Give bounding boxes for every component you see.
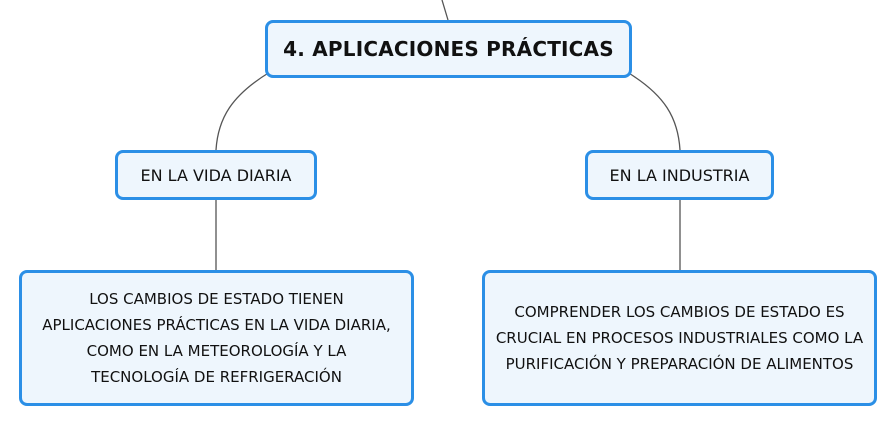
connector-root-to-industria xyxy=(626,71,681,151)
root-topic-node[interactable]: 4. APLICACIONES PRÁCTICAS xyxy=(265,20,632,78)
topic-label-vida-diaria: EN LA VIDA DIARIA xyxy=(140,165,292,185)
detail-node-industria[interactable]: COMPRENDER LOS CAMBIOS DE ESTADO ES CRUC… xyxy=(482,270,877,406)
detail-node-vida-diaria[interactable]: LOS CAMBIOS DE ESTADO TIENEN APLICACIONE… xyxy=(19,270,414,406)
detail-text-industria: COMPRENDER LOS CAMBIOS DE ESTADO ES CRUC… xyxy=(495,303,864,373)
detail-text-vida-diaria: LOS CAMBIOS DE ESTADO TIENEN APLICACIONE… xyxy=(42,290,391,386)
topic-label-industria: EN LA INDUSTRIA xyxy=(609,165,750,185)
connector-root-to-vida-diaria xyxy=(215,71,271,151)
topic-node-vida-diaria[interactable]: EN LA VIDA DIARIA xyxy=(115,150,317,200)
connector-parent-to-root xyxy=(441,0,449,21)
topic-node-industria[interactable]: EN LA INDUSTRIA xyxy=(585,150,774,200)
root-topic-label: 4. APLICACIONES PRÁCTICAS xyxy=(283,37,614,61)
